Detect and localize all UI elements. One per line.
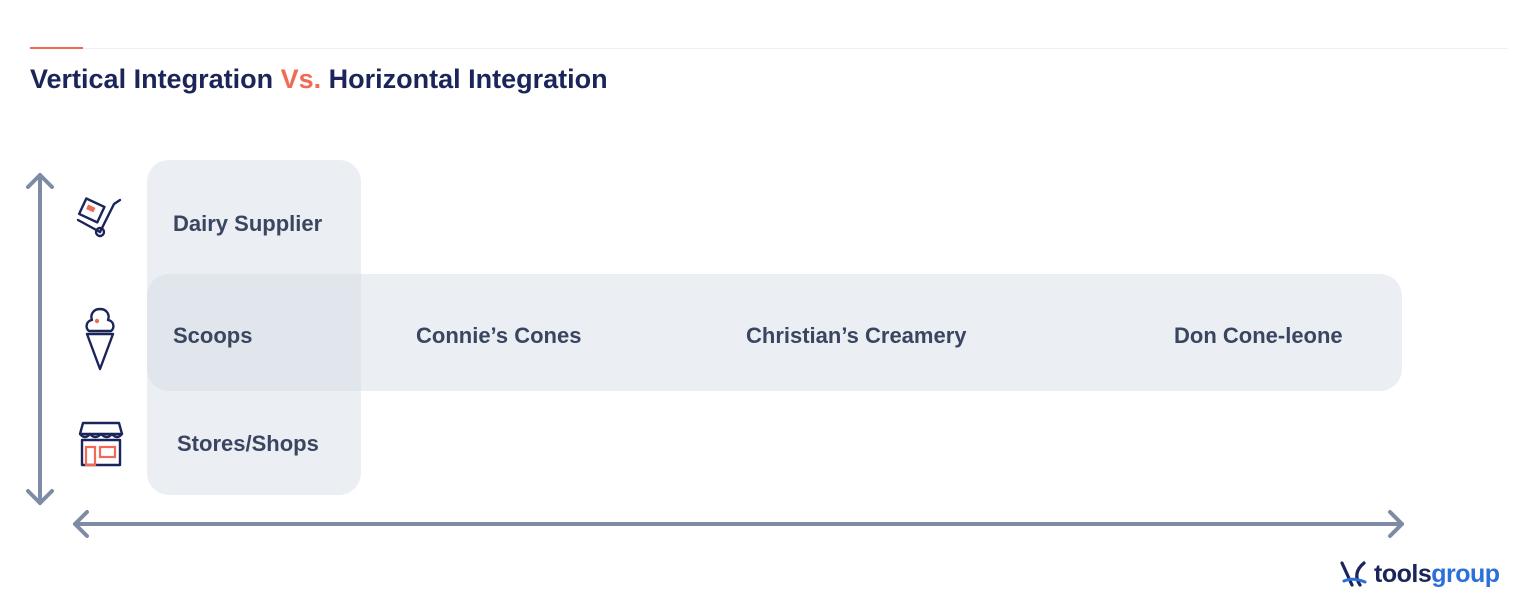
page-title: Vertical Integration Vs. Horizontal Inte… [30, 64, 608, 95]
competitor-connies-cones: Connie’s Cones [416, 323, 582, 348]
competitor-don-cone-leone: Don Cone-leone [1174, 323, 1343, 348]
logo-text-accent: group [1431, 559, 1500, 588]
top-divider [83, 48, 1508, 49]
horizontal-arrow [73, 510, 1404, 538]
logo-text-main: tools [1374, 559, 1432, 588]
toolsgroup-logo: toolsgroup [1338, 558, 1500, 590]
title-accent-rule [30, 47, 83, 49]
hand-truck-icon [76, 197, 122, 238]
title-vertical-integration: Vertical Integration [30, 64, 281, 94]
toolsgroup-logo-text: toolsgroup [1374, 560, 1500, 589]
dairy-supplier-label: Dairy Supplier [173, 211, 323, 236]
competitor-christians-creamery: Christian’s Creamery [746, 323, 967, 348]
title-horizontal-integration: Horizontal Integration [321, 64, 608, 94]
horizontal-integration-panel [147, 274, 1402, 391]
storefront-icon [78, 421, 124, 467]
toolsgroup-logo-icon [1340, 561, 1367, 587]
stores-shops-label: Stores/Shops [177, 431, 319, 456]
title-vs: Vs. [280, 64, 322, 94]
ice-cream-cone-icon [85, 307, 115, 371]
scoops-label: Scoops [173, 323, 253, 348]
vertical-arrow [26, 173, 54, 505]
